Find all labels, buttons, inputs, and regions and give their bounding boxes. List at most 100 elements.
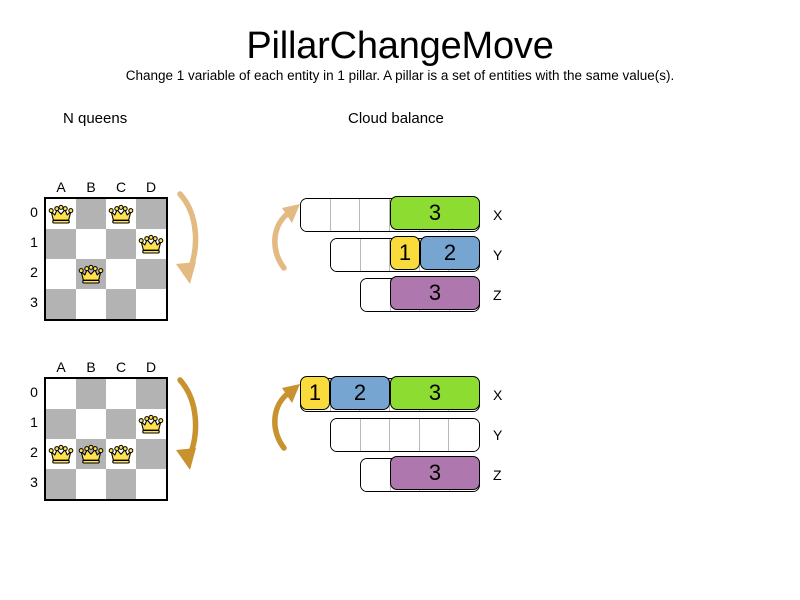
board-row-label: 1: [30, 414, 38, 430]
board-cell-A2[interactable]: [46, 259, 76, 289]
board-row-label: 1: [30, 234, 38, 250]
board-cell-D3[interactable]: [136, 289, 166, 319]
queen-icon: [138, 234, 164, 254]
cloud-bar-segment[interactable]: 2: [420, 236, 480, 271]
arrow-cloud-top-icon: [272, 204, 300, 271]
board-cell-D1[interactable]: [136, 229, 166, 259]
board-cell-C1[interactable]: [106, 409, 136, 439]
cloud-bar-label-x: X: [493, 207, 503, 223]
board-column-label: C: [115, 359, 127, 375]
cloud-bar-label-y: Y: [493, 427, 503, 443]
arrow-nqueens-top-icon: [176, 191, 199, 284]
board-row: [46, 259, 166, 289]
board-cell-D2[interactable]: [136, 259, 166, 289]
board-column-label: A: [56, 359, 66, 375]
board-cell-D1[interactable]: [136, 409, 166, 439]
cloud-bar-segment[interactable]: 3: [390, 196, 480, 231]
section-heading-cloud: Cloud balance: [348, 110, 444, 127]
board-cell-B0[interactable]: [76, 379, 106, 409]
board-cell-B2[interactable]: [76, 439, 106, 469]
board-row-label: 3: [30, 474, 38, 490]
queen-icon: [108, 444, 134, 464]
cloud-bar-empty-cell: [331, 419, 361, 451]
cloud-bar-segment[interactable]: 1: [300, 376, 330, 411]
cloud-bar-empty-cell: [361, 459, 391, 491]
board-column-label: D: [145, 359, 157, 375]
cloud-bar-segment[interactable]: 3: [390, 276, 480, 311]
board-row-label: 2: [30, 264, 38, 280]
cloud-bar-empty-cell: [419, 419, 450, 451]
board-cell-A1[interactable]: [46, 409, 76, 439]
board-cell-B1[interactable]: [76, 409, 106, 439]
board-column-label: B: [86, 359, 96, 375]
board-cell-D0[interactable]: [136, 379, 166, 409]
board-cell-A2[interactable]: [46, 439, 76, 469]
board-cell-A3[interactable]: [46, 469, 76, 499]
board-cell-D2[interactable]: [136, 439, 166, 469]
queen-icon: [48, 444, 74, 464]
board-cell-D0[interactable]: [136, 199, 166, 229]
cloud-bar-y: [330, 418, 480, 452]
board-row: [46, 439, 166, 469]
board-cell-C0[interactable]: [106, 199, 136, 229]
board-cell-C1[interactable]: [106, 229, 136, 259]
board-column-label: D: [145, 179, 157, 195]
board-cell-A3[interactable]: [46, 289, 76, 319]
cloud-bar-empty-cell: [331, 239, 361, 271]
board-cell-A1[interactable]: [46, 229, 76, 259]
page-title: PillarChangeMove: [246, 25, 554, 67]
cloud-bar-empty-cell: [361, 279, 391, 311]
board-row: [46, 229, 166, 259]
cloud-bar-empty-cell: [390, 419, 420, 451]
board-cell-C2[interactable]: [106, 259, 136, 289]
cloud-bar-z: 3: [360, 456, 480, 492]
arrow-cloud-bottom-icon: [272, 384, 300, 451]
board-row-labels: 0 1 2 3: [26, 197, 42, 321]
board-cell-A0[interactable]: [46, 199, 76, 229]
board-row-label: 0: [30, 204, 38, 220]
cloud-bar-label-y: Y: [493, 247, 503, 263]
board-cell-C3[interactable]: [106, 469, 136, 499]
cloud-bar-empty-cell: [360, 239, 391, 271]
cloud-bar-segment[interactable]: 3: [390, 456, 480, 491]
board-row-label: 3: [30, 294, 38, 310]
queen-icon: [78, 264, 104, 284]
cloud-bar-track[interactable]: [330, 418, 480, 452]
cloud-bar-empty-cell: [449, 419, 479, 451]
board-cell-A0[interactable]: [46, 379, 76, 409]
board-column-labels: A B C D: [44, 359, 168, 377]
cloud-bar-segment[interactable]: 2: [330, 376, 390, 411]
cloud-bar-empty-cell: [360, 419, 391, 451]
page-subtitle: Change 1 variable of each entity in 1 pi…: [125, 68, 675, 83]
board-cell-C2[interactable]: [106, 439, 136, 469]
board-cell-C0[interactable]: [106, 379, 136, 409]
board-cell-B1[interactable]: [76, 229, 106, 259]
chess-board-grid: [44, 377, 168, 501]
board-cell-B3[interactable]: [76, 469, 106, 499]
queen-icon: [78, 444, 104, 464]
board-row: [46, 199, 166, 229]
board-column-label: C: [115, 179, 127, 195]
cloud-bar-empty-cell: [301, 199, 331, 231]
cloud-bar-empty-cell: [360, 199, 391, 231]
board-cell-D3[interactable]: [136, 469, 166, 499]
board-row-label: 0: [30, 384, 38, 400]
cloud-bar-segment[interactable]: 1: [390, 236, 420, 271]
cloud-bar-z: 3: [360, 276, 480, 312]
chess-board-grid: [44, 197, 168, 321]
board-cell-B2[interactable]: [76, 259, 106, 289]
board-cell-B3[interactable]: [76, 289, 106, 319]
board-row: [46, 289, 166, 319]
arrow-nqueens-bottom-icon: [176, 377, 199, 470]
board-row: [46, 409, 166, 439]
cloud-bar-label-z: Z: [493, 287, 502, 303]
board-cell-C3[interactable]: [106, 289, 136, 319]
cloud-bar-segment[interactable]: 3: [390, 376, 480, 411]
queen-icon: [48, 204, 74, 224]
board-cell-B0[interactable]: [76, 199, 106, 229]
cloud-bar-x: 3: [300, 196, 480, 232]
